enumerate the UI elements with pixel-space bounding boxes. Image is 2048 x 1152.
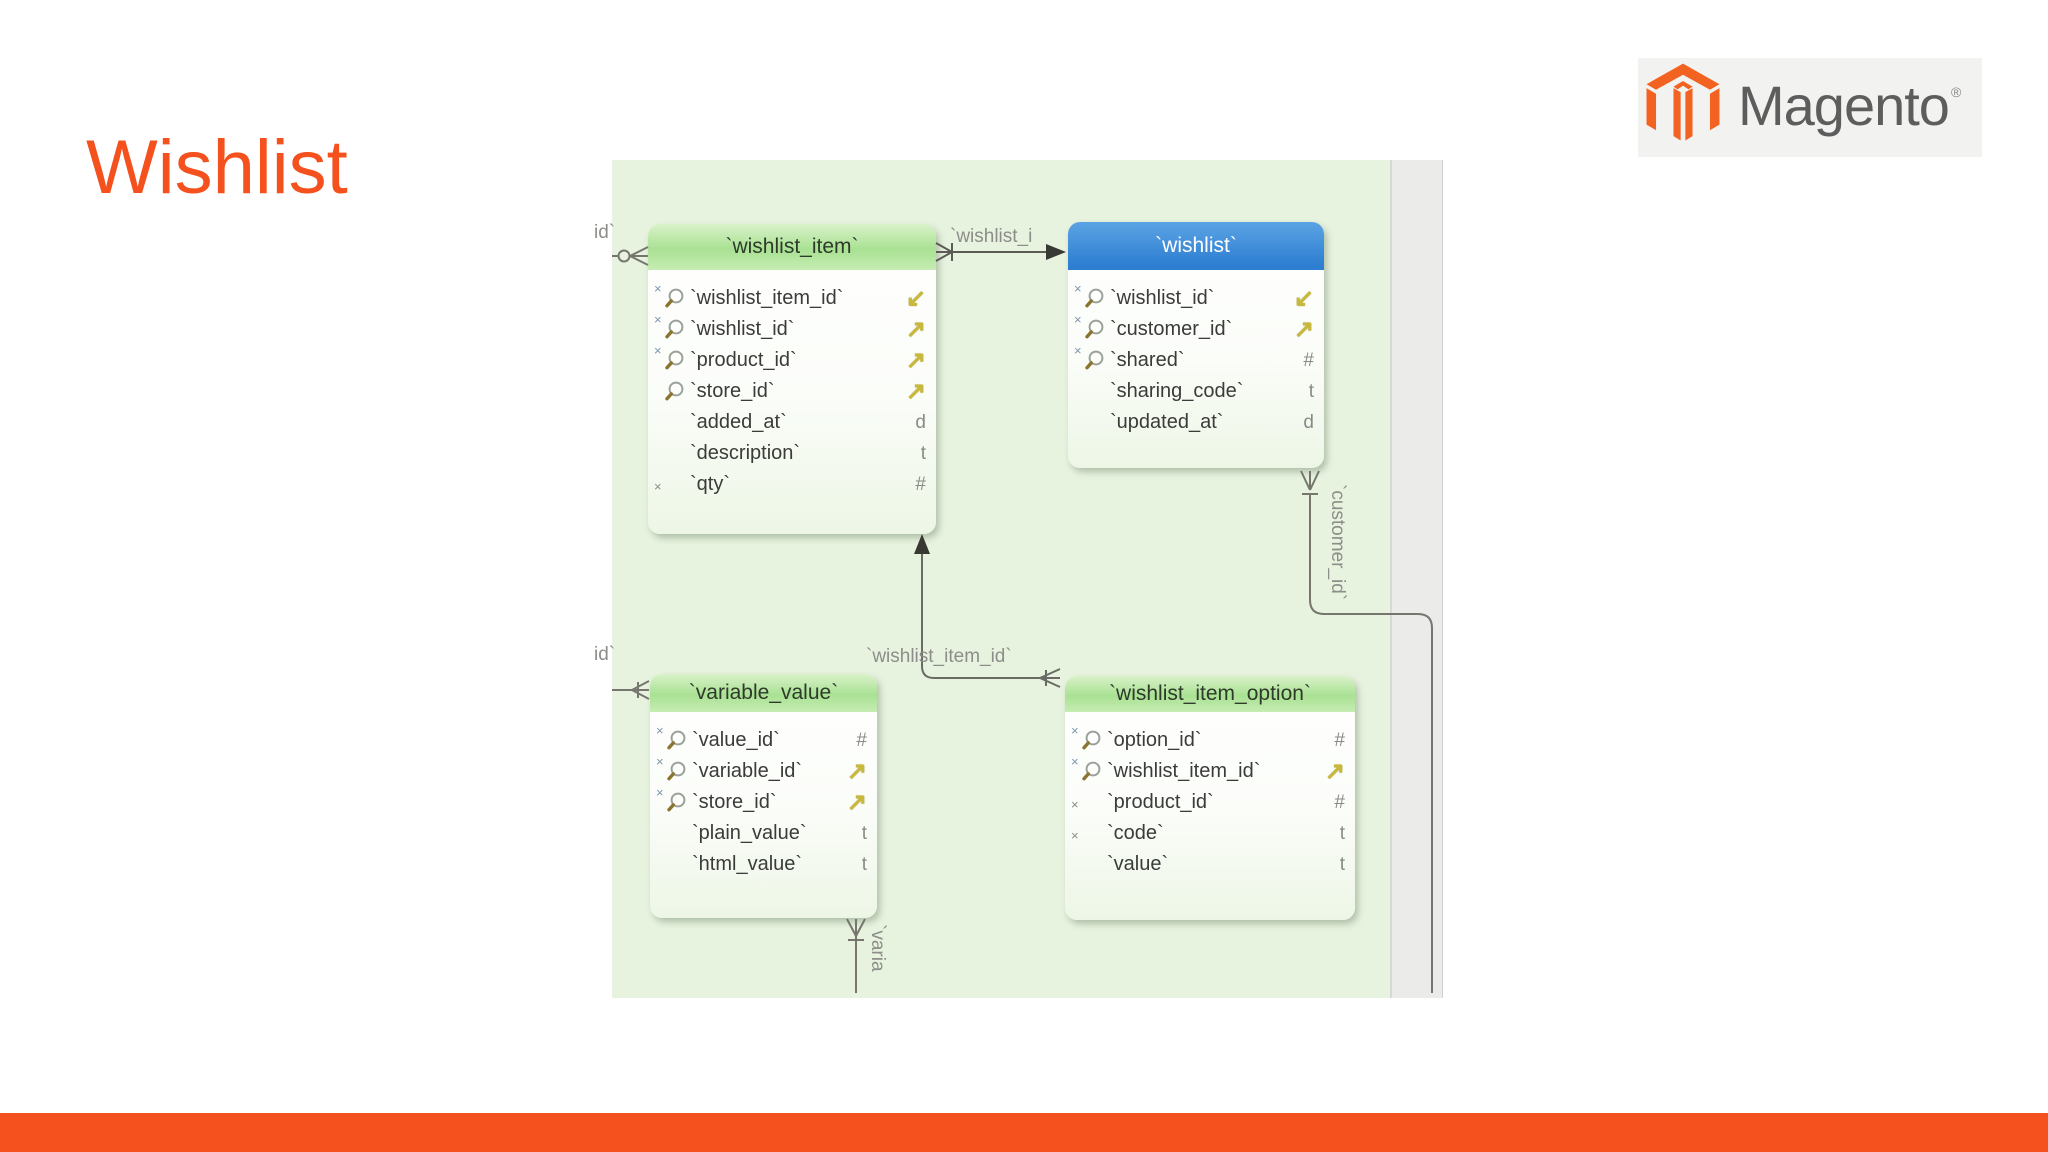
- field-row: × `product_id` #: [1065, 787, 1355, 818]
- not-null-key-icon: ×: [1074, 282, 1110, 311]
- not-null-key-icon: ×: [656, 786, 692, 815]
- column-type-icon: t: [1339, 853, 1345, 875]
- field-name: `product_id`: [690, 349, 797, 371]
- column-type-icon: d: [1303, 411, 1314, 433]
- field-name: `updated_at`: [1110, 411, 1224, 433]
- foreign-key-arrow-icon: ↗: [905, 315, 926, 343]
- not-null-key-icon: ×: [654, 344, 690, 373]
- not-null-icon: ×: [1071, 828, 1079, 843]
- not-null-key-icon: ×: [654, 282, 690, 311]
- field-row: `html_value` t: [650, 849, 877, 880]
- field-name: `wishlist_id`: [1110, 287, 1215, 309]
- field-row: ×`option_id` #: [1065, 724, 1355, 756]
- not-null-key-icon: ×: [656, 755, 692, 784]
- column-type-icon: t: [1339, 822, 1345, 844]
- not-null-key-icon: ×: [654, 313, 690, 342]
- field-name: `html_value`: [692, 853, 803, 875]
- key-icon: ×: [654, 380, 690, 404]
- magento-logo-icon: [1646, 63, 1720, 141]
- field-name: `variable_id`: [692, 760, 803, 782]
- foreign-key-arrow-icon: ↗: [905, 377, 926, 405]
- table-header[interactable]: `variable_value`: [650, 674, 877, 712]
- field-row: ×`shared` #: [1068, 344, 1324, 376]
- not-null-key-icon: ×: [1074, 344, 1110, 373]
- field-row: `added_at` d: [648, 407, 936, 438]
- field-row: ×`customer_id` ↗: [1068, 313, 1324, 345]
- field-row: ×`wishlist_id` ↗: [648, 313, 936, 345]
- er-table-wishlist[interactable]: `wishlist`×`wishlist_id`↙×`customer_id`↗…: [1068, 222, 1324, 468]
- field-name: `shared`: [1110, 349, 1185, 371]
- foreign-key-arrow-icon: ↙: [905, 284, 926, 312]
- not-null-key-icon: ×: [1071, 724, 1107, 753]
- field-name: `value_id`: [692, 729, 780, 751]
- table-header[interactable]: `wishlist`: [1068, 222, 1324, 270]
- field-name: `wishlist_item_id`: [690, 287, 844, 309]
- column-type-icon: t: [861, 822, 867, 844]
- not-null-icon: ×: [1071, 797, 1079, 812]
- field-name: `plain_value`: [692, 822, 807, 844]
- column-type-icon: #: [1334, 729, 1345, 751]
- not-null-icon: ×: [654, 479, 662, 494]
- field-name: `qty`: [690, 473, 730, 495]
- field-name: `store_id`: [692, 791, 777, 813]
- table-header[interactable]: `wishlist_item_option`: [1065, 676, 1355, 712]
- field-row: `updated_at` d: [1068, 407, 1324, 438]
- column-type-icon: t: [920, 442, 926, 464]
- field-row: ×`wishlist_item_id` ↗: [1065, 755, 1355, 787]
- bottom-accent-bar: [0, 1113, 2048, 1152]
- field-name: `option_id`: [1107, 729, 1202, 751]
- field-row: `plain_value` t: [650, 818, 877, 849]
- er-diagram-scroll-strip[interactable]: [1390, 160, 1443, 998]
- not-null-key-icon: ×: [1071, 755, 1107, 784]
- foreign-key-arrow-icon: ↗: [1293, 315, 1314, 343]
- field-row: `description` t: [648, 438, 936, 469]
- registered-mark: ®: [1950, 84, 1961, 100]
- column-type-icon: t: [861, 853, 867, 875]
- field-name: `wishlist_item_id`: [1107, 760, 1261, 782]
- field-name: `added_at`: [690, 411, 787, 433]
- er-table-wishlist_item_option[interactable]: `wishlist_item_option`×`option_id`#×`wis…: [1065, 676, 1355, 920]
- field-row: ×`store_id` ↗: [648, 376, 936, 407]
- column-type-icon: #: [1334, 791, 1345, 813]
- field-row: ×`wishlist_id` ↙: [1068, 282, 1324, 314]
- table-header[interactable]: `wishlist_item`: [648, 224, 936, 270]
- field-name: `wishlist_id`: [690, 318, 795, 340]
- field-name: `sharing_code`: [1110, 380, 1244, 402]
- er-table-variable_value[interactable]: `variable_value`×`value_id`#×`variable_i…: [650, 674, 877, 918]
- not-null-key-icon: ×: [656, 724, 692, 753]
- column-type-icon: #: [915, 473, 926, 495]
- page-title: Wishlist: [86, 125, 348, 210]
- foreign-key-arrow-icon: ↗: [905, 346, 926, 374]
- magento-logo: Magento®: [1638, 58, 1982, 157]
- field-row: `sharing_code` t: [1068, 376, 1324, 407]
- field-row: ×`product_id` ↗: [648, 344, 936, 376]
- not-null-key-icon: ×: [1074, 313, 1110, 342]
- field-row: × `code` t: [1065, 818, 1355, 849]
- column-type-icon: d: [915, 411, 926, 433]
- column-type-icon: #: [856, 729, 867, 751]
- foreign-key-arrow-icon: ↗: [846, 757, 867, 785]
- er-table-wishlist_item[interactable]: `wishlist_item`×`wishlist_item_id`↙×`wis…: [648, 224, 936, 534]
- field-name: `product_id`: [1107, 791, 1214, 813]
- column-type-icon: t: [1308, 380, 1314, 402]
- foreign-key-arrow-icon: ↗: [1324, 757, 1345, 785]
- field-name: `store_id`: [690, 380, 775, 402]
- column-type-icon: #: [1303, 349, 1314, 371]
- field-row: ×`wishlist_item_id` ↙: [648, 282, 936, 314]
- foreign-key-arrow-icon: ↙: [1293, 284, 1314, 312]
- field-name: `customer_id`: [1110, 318, 1233, 340]
- field-row: × `qty` #: [648, 469, 936, 500]
- field-row: ×`variable_id` ↗: [650, 755, 877, 787]
- field-name: `value`: [1107, 853, 1169, 875]
- foreign-key-arrow-icon: ↗: [846, 788, 867, 816]
- field-row: `value` t: [1065, 849, 1355, 880]
- field-row: ×`value_id` #: [650, 724, 877, 756]
- field-row: ×`store_id` ↗: [650, 786, 877, 818]
- magento-logo-text: Magento®: [1738, 74, 1961, 137]
- field-name: `description`: [690, 442, 801, 464]
- field-name: `code`: [1107, 822, 1164, 844]
